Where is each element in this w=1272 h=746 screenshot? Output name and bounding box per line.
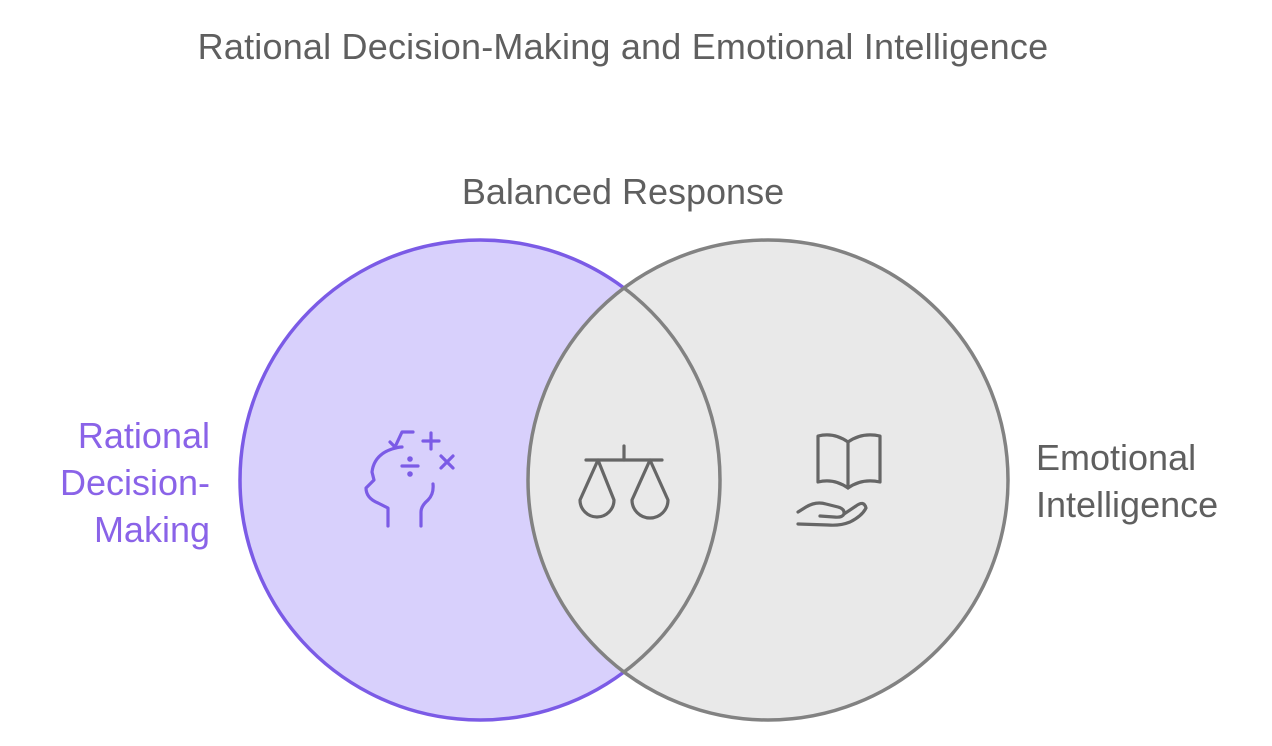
diagram-title: Rational Decision-Making and Emotional I… xyxy=(197,26,1049,67)
head-math-icon xyxy=(364,430,455,528)
right-set-label: Emotional Intelligence xyxy=(1036,434,1218,528)
left-set-label: Rational Decision- Making xyxy=(60,412,210,553)
right-label-line-2: Intelligence xyxy=(1036,484,1219,525)
left-label-line-2: Decision- xyxy=(59,462,210,503)
right-label-line-1: Emotional xyxy=(1036,437,1197,478)
book-hand-icon xyxy=(796,433,882,527)
overlap-region xyxy=(528,240,720,720)
right-circle-outline xyxy=(526,238,1010,722)
left-circle-outline xyxy=(238,238,626,722)
left-circle-inner-arc xyxy=(622,286,722,674)
left-label-line-1: Rational xyxy=(77,415,210,456)
scales-icon xyxy=(578,444,670,520)
left-label-line-3: Making xyxy=(93,509,210,550)
overlap-label: Balanced Response xyxy=(461,171,785,212)
